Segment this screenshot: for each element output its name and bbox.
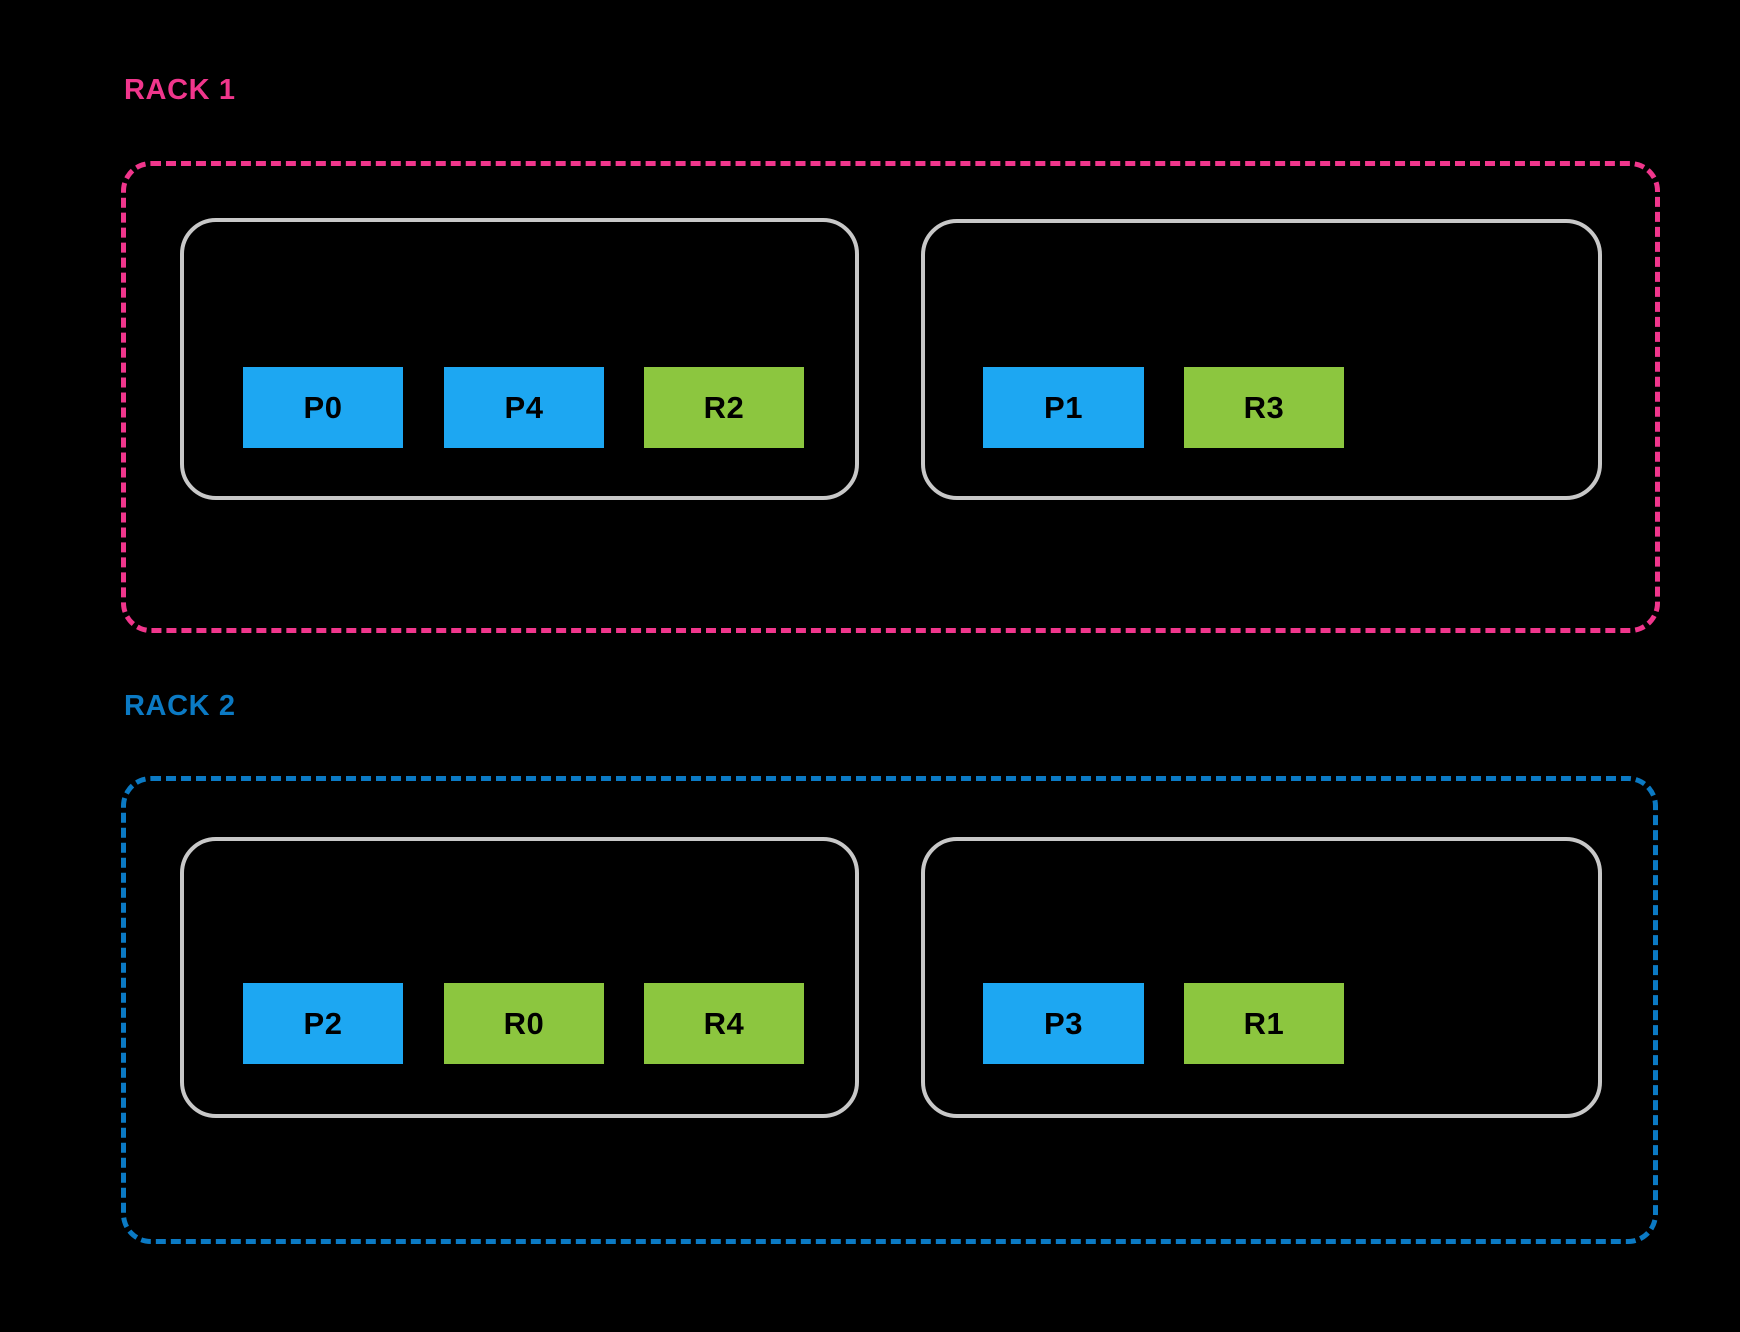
partition-chip: P0 <box>243 367 403 448</box>
replica-chip: R4 <box>644 983 804 1064</box>
rack-label-2: RACK 2 <box>124 690 236 722</box>
broker-node: P0 P4 R2 <box>180 218 859 500</box>
rack-label-1: RACK 1 <box>124 74 236 106</box>
broker-node: P3 R1 <box>921 837 1602 1118</box>
broker-node: P2 R0 R4 <box>180 837 859 1118</box>
replica-chip: R0 <box>444 983 604 1064</box>
partition-chip: P3 <box>983 983 1144 1064</box>
rack-boundary-1 <box>121 161 1660 633</box>
partition-chip: P2 <box>243 983 403 1064</box>
partition-chip: P1 <box>983 367 1144 448</box>
replica-chip: R2 <box>644 367 804 448</box>
partition-chip: P4 <box>444 367 604 448</box>
broker-node: P1 R3 <box>921 219 1602 500</box>
replica-chip: R3 <box>1184 367 1344 448</box>
replica-chip: R1 <box>1184 983 1344 1064</box>
rack-boundary-2 <box>121 776 1658 1244</box>
